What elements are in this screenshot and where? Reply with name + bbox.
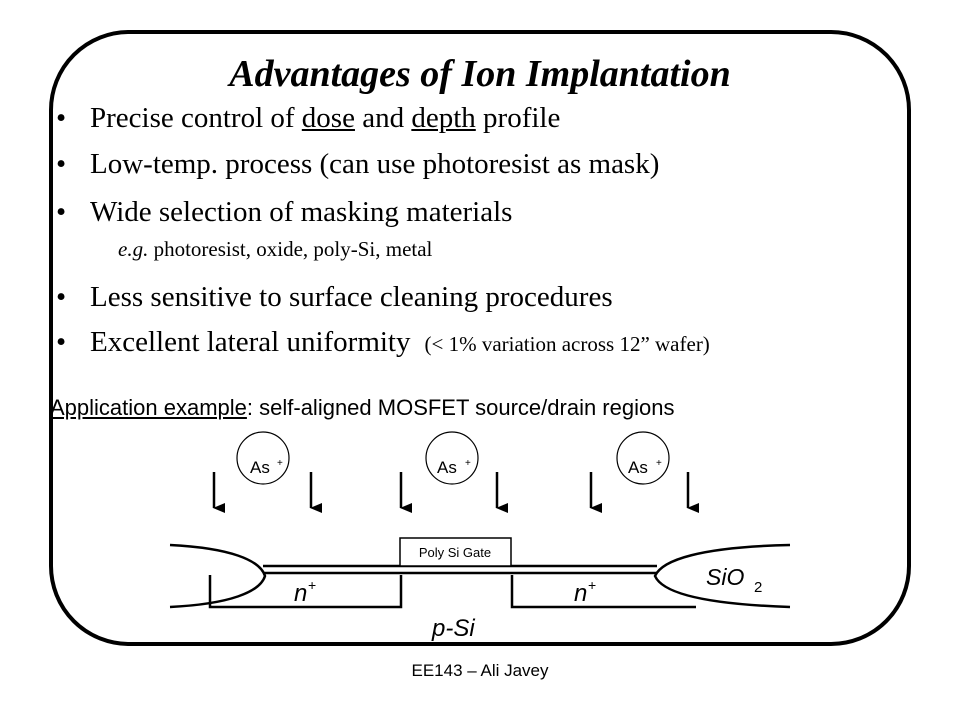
ion-as-2: As +	[425, 431, 479, 485]
underlined-dose: dose	[301, 102, 355, 134]
right-field-oxide	[653, 543, 791, 609]
ion-circle	[236, 431, 290, 485]
bullet-lateral-uniformity: • Excellent lateral uniformity (< 1% varia…	[56, 324, 710, 362]
ion-charge: +	[277, 458, 283, 469]
application-text: : self-aligned MOSFET source/drain regio…	[246, 395, 675, 420]
source-region	[208, 575, 403, 609]
bullet-dose-depth: • Precise control of dose and depth profi…	[56, 100, 560, 136]
ion-circle	[616, 431, 670, 485]
poly-si-gate	[399, 537, 512, 567]
bullet-text: Precise control of	[90, 102, 302, 134]
bullet-text: Less sensitive to surface cleaning proce…	[90, 281, 613, 313]
bullet-text: Low-temp. process (can use photoresist a…	[90, 148, 660, 180]
oxide-subscript: 2	[754, 579, 762, 596]
ion-charge: +	[656, 458, 662, 469]
bullet-low-temp: • Low-temp. process (can use photoresist …	[56, 146, 659, 182]
example-prefix: e.g.	[118, 237, 149, 261]
source-n-sup: +	[308, 577, 316, 593]
application-label: Application example	[50, 395, 247, 420]
bullet-note: (< 1% variation across 12” wafer)	[424, 332, 710, 356]
bullet-dot: •	[56, 196, 67, 228]
bullet-text: profile	[475, 102, 561, 134]
ion-label: As	[437, 458, 457, 477]
source-n-label: n	[294, 580, 307, 607]
drain-region	[510, 575, 696, 609]
slide-title: Advantages of Ion Implantation	[229, 53, 731, 95]
implant-arrows	[212, 472, 699, 513]
gate-label: Poly Si Gate	[419, 545, 491, 560]
underlined-depth: depth	[411, 102, 476, 134]
bullet-surface-cleaning: • Less sensitive to surface cleaning proc…	[56, 279, 613, 315]
masking-example: e.g. photoresist, oxide, poly-Si, metal	[118, 235, 432, 263]
footer-credit: EE143 – Ali Javey	[411, 661, 549, 680]
ion-charge: +	[465, 458, 471, 469]
bullet-text: and	[354, 102, 412, 134]
ion-label: As	[250, 458, 270, 477]
bullet-text: Wide selection of masking materials	[90, 196, 513, 228]
ion-label: As	[628, 458, 648, 477]
drain-n-label: n	[574, 580, 587, 607]
bullet-dot: •	[56, 102, 67, 134]
ion-as-3: As +	[616, 431, 670, 485]
ion-circle	[425, 431, 479, 485]
bullet-dot: •	[56, 148, 67, 180]
left-field-oxide	[169, 543, 267, 609]
oxide-label: SiO	[706, 564, 744, 590]
drain-n-sup: +	[588, 577, 596, 593]
slide-frame	[49, 30, 911, 646]
bullet-text: Excellent lateral uniformity	[90, 326, 411, 358]
bullet-dot: •	[56, 281, 67, 313]
substrate-label: p-Si	[431, 615, 475, 642]
ion-as-1: As +	[236, 431, 290, 485]
bullet-dot: •	[56, 326, 67, 358]
application-example: Application example: self-aligned MOSFET…	[50, 393, 674, 423]
bullet-masking: • Wide selection of masking materials	[56, 194, 512, 230]
example-text: photoresist, oxide, poly-Si, metal	[148, 237, 433, 261]
